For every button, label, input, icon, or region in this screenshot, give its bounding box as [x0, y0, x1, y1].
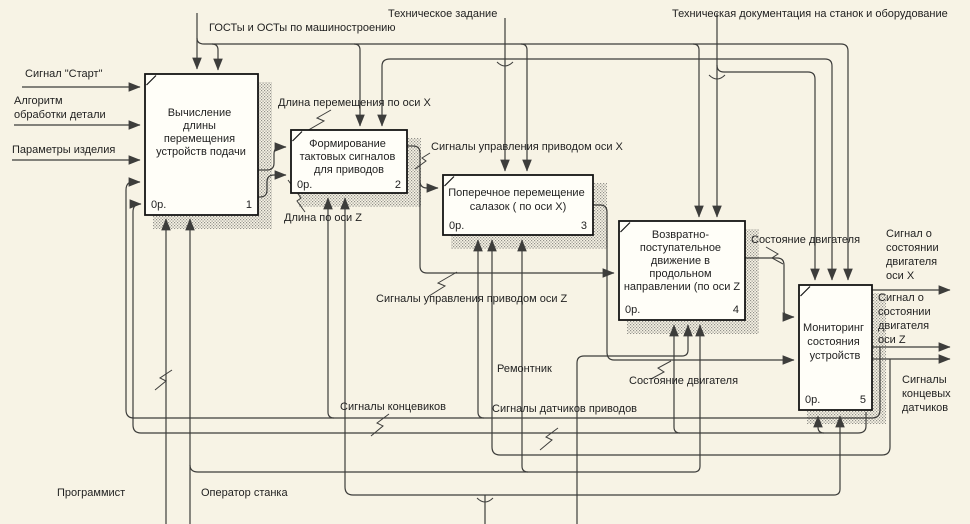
bundle-brace — [476, 497, 494, 503]
label-squiggle — [428, 271, 458, 297]
box5-code: 0р. — [805, 394, 820, 406]
arrow-network — [12, 13, 951, 524]
label-limit-signals: Сигналы концевиков — [340, 401, 446, 413]
activity-box-1[interactable]: Вычисление длины перемещения устройств п… — [144, 73, 259, 216]
activity-box-3[interactable]: Поперечное перемещение салазок ( по оси … — [442, 174, 594, 236]
bundle-brace — [496, 61, 514, 67]
bottom-bundle[interactable] — [344, 204, 845, 496]
box1-number: 1 — [246, 199, 252, 211]
label-out-limit: Сигналы концевых датчиков — [902, 374, 954, 414]
label-algorithm: Алгоритм обработки детали — [14, 95, 106, 121]
box4-number: 4 — [733, 304, 739, 316]
label-squiggle — [765, 246, 784, 265]
box3-number: 3 — [581, 220, 587, 232]
arrow-ctrl-x[interactable] — [407, 145, 439, 193]
label-out-x: Сигнал о состоянии двигателя оси X — [886, 228, 942, 282]
arrow-length-x[interactable] — [258, 142, 287, 171]
arrow-techdoc-branch-box5[interactable] — [716, 64, 820, 281]
box3-title: Поперечное перемещение — [448, 187, 584, 199]
edge-labels: Техническое задание ГОСТы и ОСТы по маши… — [12, 8, 954, 499]
svg-text:Мониторинг состояния: Мониторинг состояния устройств — [803, 322, 867, 362]
arrow-gost-drop-box4[interactable] — [692, 43, 704, 218]
label-ctrl-z: Сигналы управления приводом оси Z — [376, 293, 568, 305]
box5-title: Мониторинг — [803, 322, 864, 334]
label-squiggle — [414, 152, 431, 170]
arrow-gost-drop-box1[interactable] — [211, 43, 223, 71]
arrow-techtask-branch-box5[interactable] — [505, 58, 837, 281]
arrow-gost-branch[interactable] — [196, 37, 853, 281]
box3-code: 0р. — [449, 220, 464, 232]
label-squiggle — [650, 360, 672, 380]
box4-code: 0р. — [625, 304, 640, 316]
arrow-techtask-branch-box2[interactable] — [377, 58, 505, 127]
feedback-sensors-to-box1[interactable] — [129, 199, 867, 434]
arrow-gost-drop-box3[interactable] — [520, 43, 532, 172]
arrow-repairman[interactable] — [576, 324, 693, 524]
svg-text:Поперечное перемещение с: Поперечное перемещение салазок ( по оси … — [448, 187, 588, 213]
label-squiggle — [539, 427, 559, 451]
feedback-sensors-to-box5[interactable] — [813, 415, 825, 434]
label-squiggle — [370, 413, 390, 437]
label-length-x: Длина перемещения по оси X — [278, 97, 431, 109]
label-params: Параметры изделия — [12, 144, 115, 156]
activity-box-4[interactable]: Возвратно- поступательное движение в про… — [618, 220, 746, 321]
feedback-sensors-to-box4[interactable] — [669, 324, 681, 434]
box1-code: 0р. — [151, 199, 166, 211]
feedback-limit-to-box2[interactable] — [323, 197, 335, 419]
feedback-state-to-box3[interactable] — [487, 239, 891, 456]
box2-title: Формирование — [309, 138, 386, 150]
label-signal-start: Сигнал "Старт" — [25, 68, 103, 80]
bundle-brace — [708, 74, 726, 80]
arrow-box3-to-box5[interactable] — [593, 204, 795, 365]
label-length-z: Длина по оси Z — [284, 212, 362, 224]
feedback-limit-to-box3[interactable] — [473, 239, 485, 419]
activity-box-5[interactable]: Мониторинг состояния устройств 0р. 5 — [798, 284, 873, 411]
svg-text:Возвратно- поступательно: Возвратно- поступательное движение в про… — [624, 229, 741, 293]
label-out-z: Сигнал о состоянии двигателя оси Z — [878, 292, 934, 346]
arrow-gost-drop-box2[interactable] — [353, 43, 365, 127]
arrow-ctrl-z[interactable] — [419, 181, 615, 278]
label-squiggle — [154, 369, 173, 391]
feedback-limit-to-box1[interactable] — [125, 177, 881, 419]
connector-decorations — [154, 61, 784, 503]
operator-branch-box4[interactable] — [189, 324, 705, 473]
box2-code: 0р. — [297, 179, 312, 191]
label-programmer: Программист — [57, 487, 125, 499]
box4-title: Возвратно- — [652, 229, 709, 241]
svg-text:Вычисление длины п: Вычисление длины перемещения устройств п… — [156, 107, 246, 158]
activity-box-2[interactable]: Формирование тактовых сигналов для приво… — [290, 129, 408, 194]
svg-text:Формирование тактовых си: Формирование тактовых сигналов для приво… — [300, 138, 399, 176]
label-repairman: Ремонтник — [497, 363, 552, 375]
label-gost: ГОСТы и ОСТы по машиностроению — [209, 22, 396, 34]
label-squiggle — [304, 109, 332, 133]
arrow-length-z[interactable] — [258, 170, 287, 198]
operator-branch-box3[interactable] — [517, 239, 529, 473]
arrow-engine-state[interactable] — [745, 257, 795, 322]
label-engine-state-1: Состояние двигателя — [751, 234, 860, 246]
label-engine-state-2: Состояние двигателя — [629, 375, 738, 387]
label-ctrl-x: Сигналы управления приводом оси X — [431, 141, 624, 153]
label-operator: Оператор станка — [201, 487, 288, 499]
box5-number: 5 — [860, 394, 866, 406]
box2-number: 2 — [395, 179, 401, 191]
box1-title: Вычисление — [168, 107, 232, 119]
label-drive-sensors: Сигналы датчиков приводов — [492, 403, 637, 415]
label-tech-doc: Техническая документация на станок и обо… — [672, 8, 948, 20]
label-tech-task: Техническое задание — [388, 8, 497, 20]
